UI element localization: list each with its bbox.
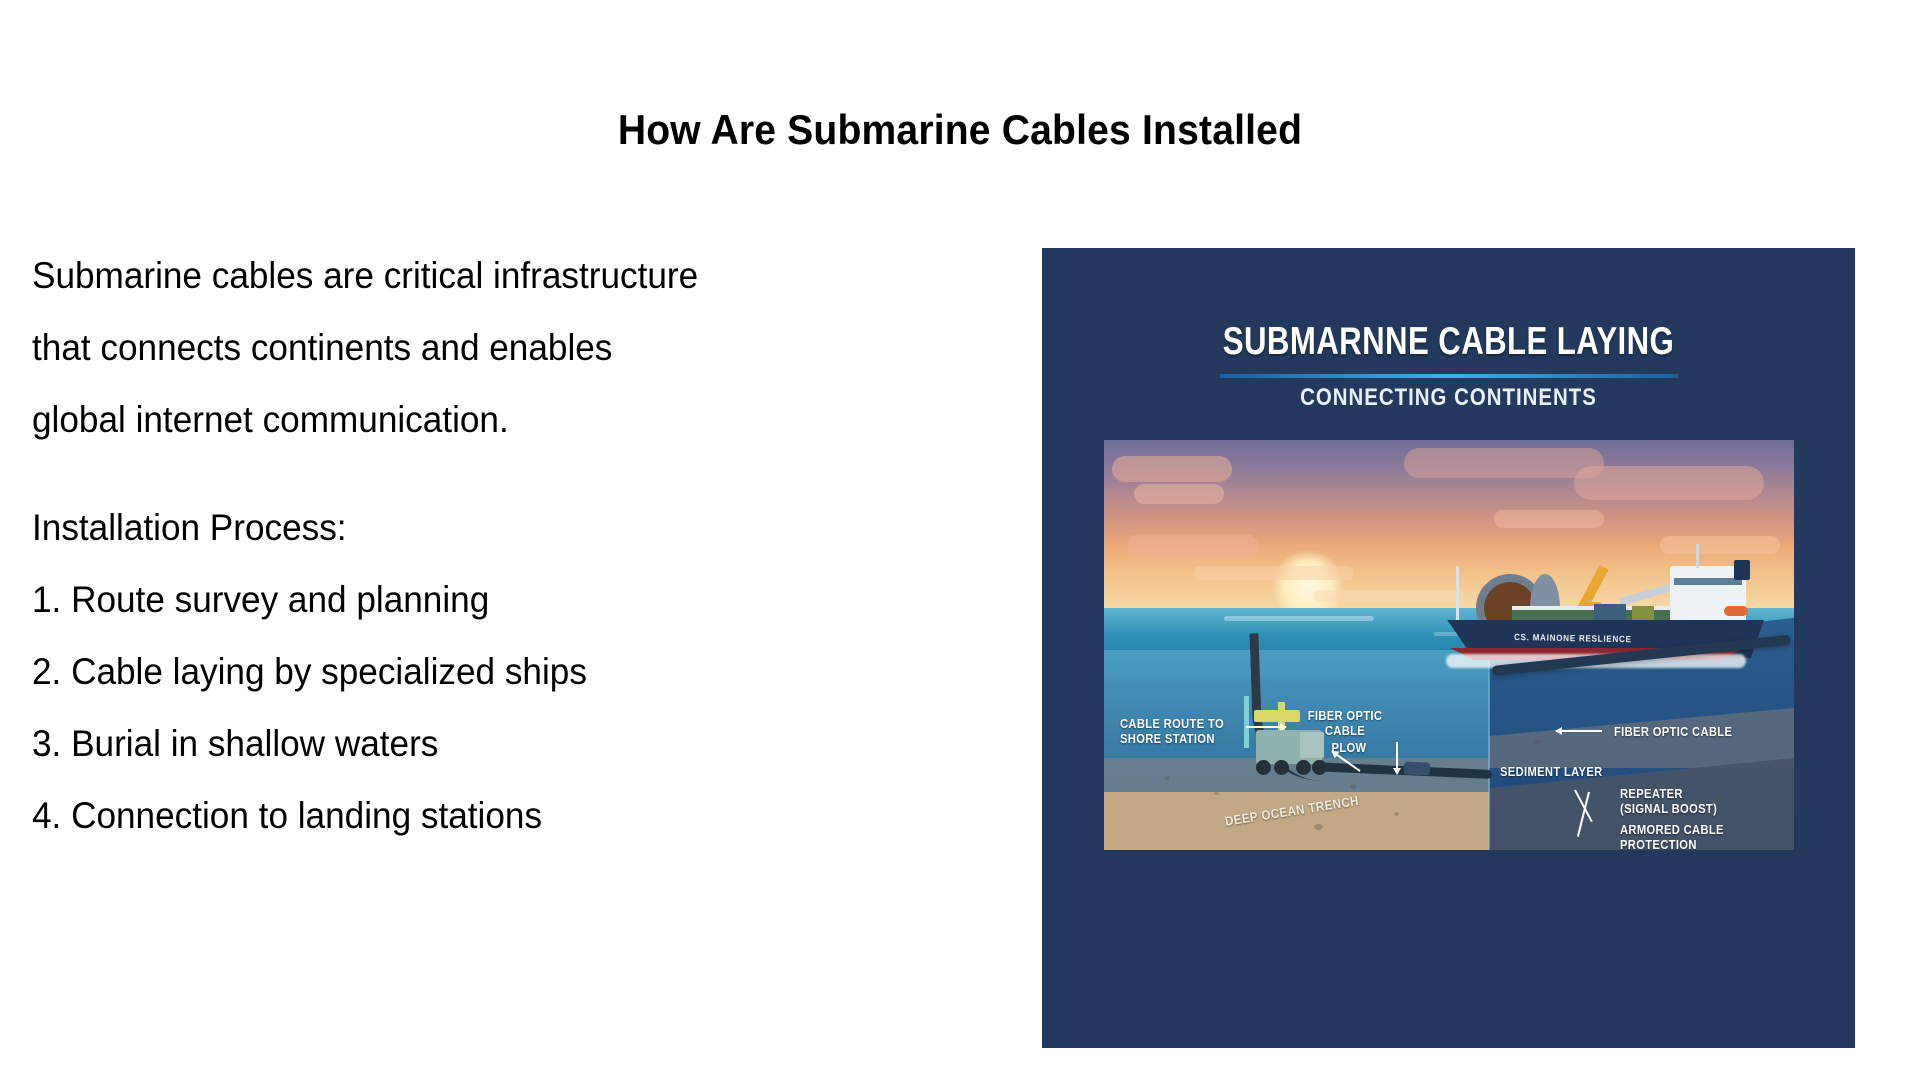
lifeboat [1724, 606, 1748, 616]
sediment-speck [1350, 784, 1357, 789]
infographic-title-rule [1219, 374, 1678, 378]
sediment-speck [1314, 824, 1323, 830]
cloud [1134, 484, 1224, 504]
cloud [1314, 590, 1464, 602]
deck-cargo [1594, 604, 1626, 622]
intro-line-3: global internet communication. [32, 399, 509, 440]
deck-cargo [1632, 606, 1654, 622]
process-item-1: 1. Route survey and planning [32, 579, 490, 620]
sediment-speck [1214, 792, 1219, 795]
label-plow: PLOW [1331, 740, 1367, 755]
bridge-windows [1674, 578, 1742, 585]
arrow-fiber-optic-right [1555, 727, 1602, 735]
plow-antenna [1244, 696, 1249, 748]
label-armored-cable: ARMORED CABLE PROTECTION [1620, 822, 1724, 850]
radar-mast [1696, 544, 1699, 568]
process-item-2: 2. Cable laying by specialized ships [32, 651, 587, 692]
infographic-title: SUBMARNNE CABLE LAYING [1222, 320, 1675, 363]
arrow-cable-route [1246, 723, 1287, 731]
intro-line-1: Submarine cables are critical infrastruc… [32, 255, 699, 296]
arrow-fiber-optic-left [1393, 742, 1401, 775]
process-item-4: 4. Connection to landing stations [32, 795, 543, 836]
plow-boom [1254, 710, 1300, 722]
funnel [1734, 560, 1750, 580]
repeater-unit [1403, 761, 1431, 776]
label-cable-route: CABLE ROUTE TO SHORE STATION [1120, 716, 1224, 746]
plow-wheel [1296, 760, 1311, 775]
process-item-3: 3. Burial in shallow waters [32, 723, 439, 764]
cloud [1112, 456, 1232, 482]
process-heading: Installation Process: [32, 507, 347, 548]
label-sediment-layer: SEDIMENT LAYER [1500, 764, 1603, 779]
sediment-speck [1714, 796, 1721, 801]
cutaway-scene: CS. MAINONE RESLIENCE CABLE ROUTE TO SHO… [1104, 440, 1794, 850]
cloud [1194, 566, 1354, 580]
plow-wheel [1312, 760, 1327, 775]
plow-wheel [1274, 760, 1289, 775]
left-text-column: Submarine cables are critical infrastruc… [32, 240, 802, 852]
sediment-speck [1534, 740, 1540, 744]
intro-paragraph: Submarine cables are critical infrastruc… [32, 240, 764, 456]
infographic-subtitle: CONNECTING CONTINENTS [1300, 384, 1597, 411]
cutaway-edge [1488, 618, 1490, 850]
process-block: Installation Process: 1. Route survey an… [32, 492, 802, 852]
sea-glint [1224, 616, 1374, 621]
infographic-image: SUBMARNNE CABLE LAYING CONNECTING CONTIN… [1042, 248, 1855, 1048]
cloud [1574, 466, 1764, 500]
plow-wheel [1256, 760, 1271, 775]
sediment-front-lower [1104, 792, 1489, 850]
cloud [1128, 534, 1258, 558]
cloud [1404, 448, 1604, 478]
label-repeater: REPEATER (SIGNAL BOOST) [1620, 786, 1718, 816]
secondary-crane [1618, 582, 1675, 606]
sediment-speck [1624, 770, 1629, 774]
cloud [1494, 510, 1604, 528]
sediment-speck [1164, 776, 1170, 780]
cloud [1660, 536, 1780, 554]
page-title: How Are Submarine Cables Installed [617, 106, 1303, 154]
sediment-speck [1394, 812, 1399, 816]
plow-module [1300, 732, 1324, 758]
label-fiber-optic-cable-right: FIBER OPTIC CABLE [1614, 724, 1733, 739]
intro-line-2: that connects continents and enables [32, 327, 613, 368]
label-fiber-optic-cable-left: FIBER OPTIC CABLE [1307, 708, 1383, 738]
bow-mast [1456, 566, 1459, 628]
